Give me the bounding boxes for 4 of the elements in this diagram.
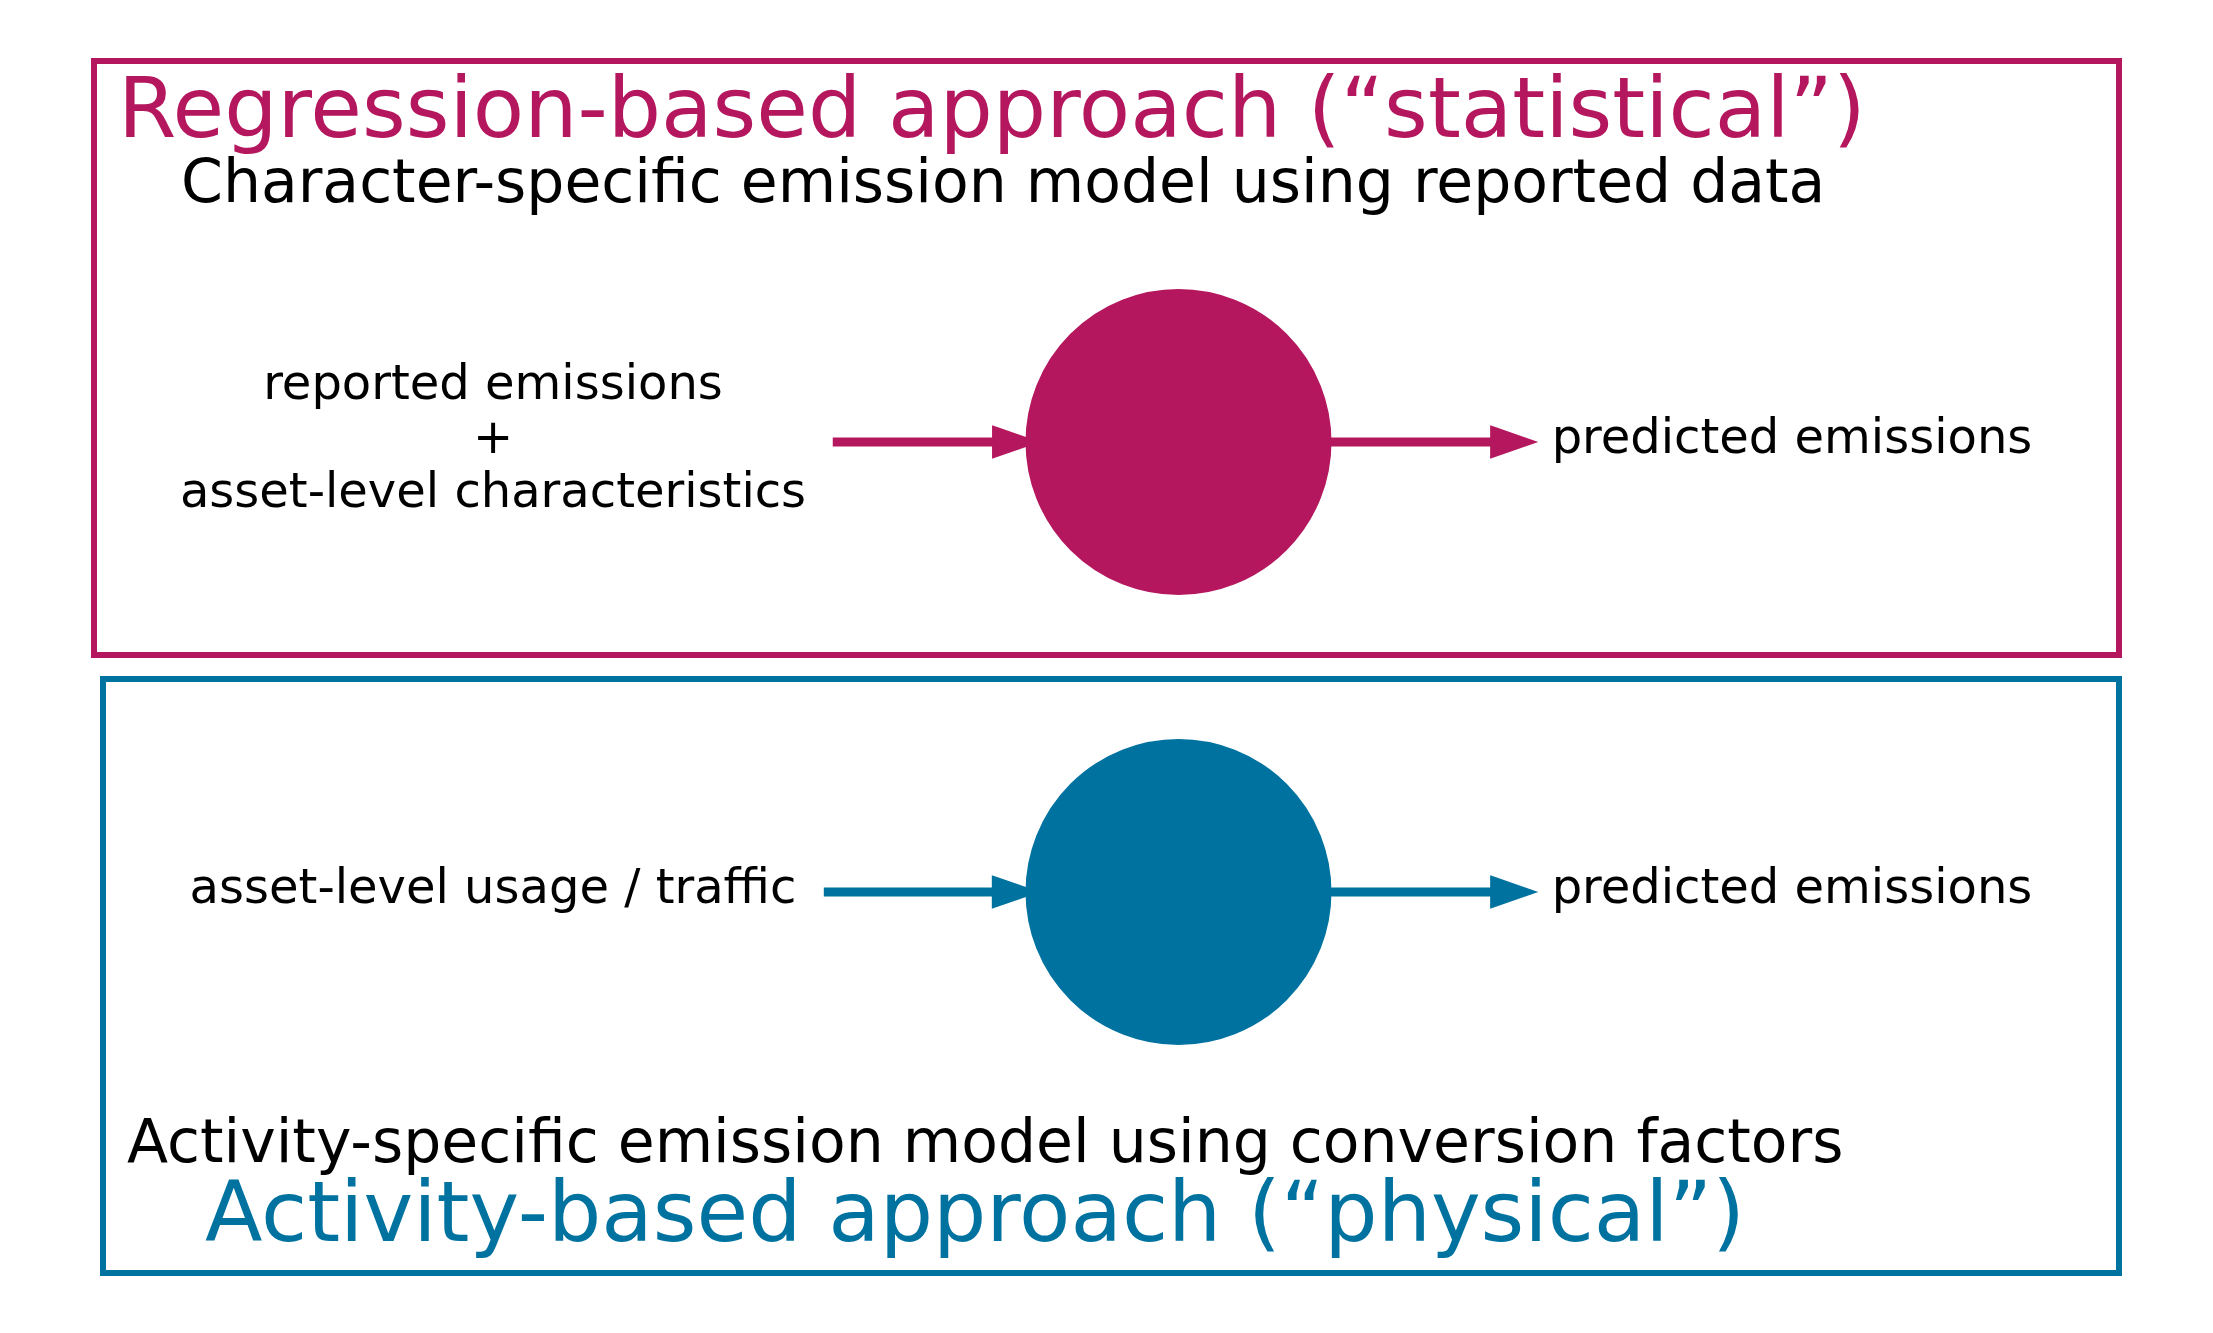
node-text: predicted emissions bbox=[1551, 857, 2033, 914]
node-text: predicted emissions bbox=[1551, 407, 2033, 464]
node-text: asset-level usage / traffic bbox=[189, 857, 797, 914]
node-text: reported emissions + asset-level characteristics bbox=[179, 353, 807, 518]
